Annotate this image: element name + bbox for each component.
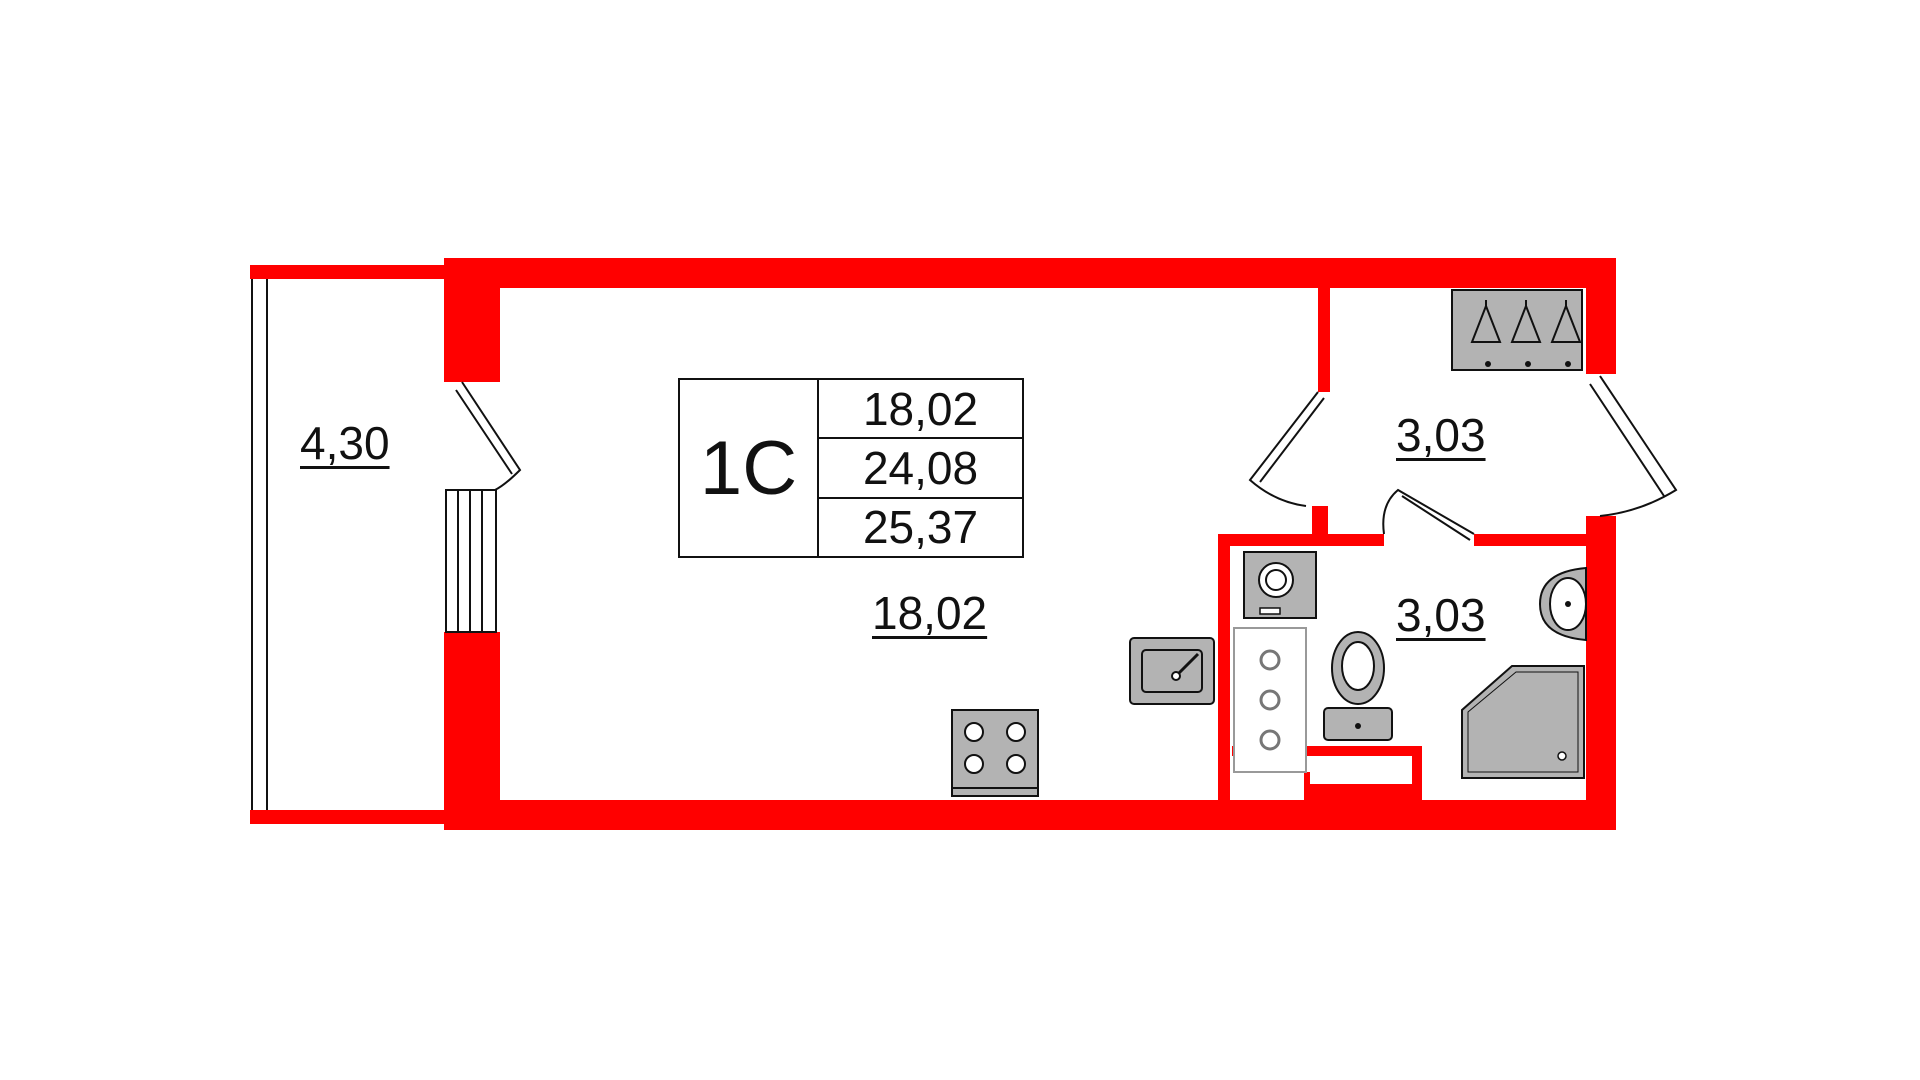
hall-area-label: 3,03 (1396, 409, 1486, 461)
wall-top (444, 258, 1616, 288)
partition-bath-inner-top (1304, 772, 1310, 786)
wall-bottom (444, 800, 1616, 830)
wall-right-upper (1586, 258, 1616, 374)
apartment-type: 1С (680, 380, 819, 556)
partition-hall-left-lower (1312, 506, 1328, 540)
balcony-area-label: 4,30 (300, 417, 390, 469)
walls (444, 258, 1616, 830)
door-swing-hall-left (1248, 391, 1319, 507)
wall-left-upper (444, 258, 500, 382)
total-area-with-balcony: 25,37 (819, 496, 1022, 556)
toilet (1323, 631, 1393, 741)
partition-bath-left (1218, 534, 1230, 810)
living-area: 18,02 (862, 382, 979, 435)
wall-right-lower (1586, 516, 1616, 830)
bathroom-sink (1538, 566, 1587, 642)
partition-bath-top-left (1218, 534, 1384, 546)
door-swing-hall-right (1599, 375, 1678, 517)
partition-bath-inner (1304, 784, 1422, 810)
door-swing-balcony (461, 381, 522, 491)
bathroom-area-label: 3,03 (1396, 589, 1486, 641)
wall-left-lower (444, 632, 500, 826)
partition-bath-top-right (1474, 534, 1590, 546)
partition-bath-step-v (1412, 746, 1422, 784)
hall-doors (1248, 375, 1678, 541)
total-area: 24,08 (819, 437, 1022, 496)
boiler-column (1233, 627, 1307, 773)
balcony-door (445, 381, 522, 633)
studio-area-label: 18,02 (872, 587, 988, 639)
wardrobe (1451, 289, 1583, 371)
kitchen-sink (1129, 637, 1215, 705)
balcony (250, 265, 446, 824)
balcony-top-rail (250, 265, 446, 279)
balcony-bottom-rail (250, 810, 446, 824)
partition-bath-step (1232, 746, 1422, 756)
washing-machine (1243, 551, 1317, 619)
area-values: 18,02 24,08 25,37 (819, 380, 1022, 556)
partition-hall-left-upper (1318, 288, 1330, 392)
shower (1461, 665, 1585, 779)
door-swing-bath (1382, 488, 1475, 535)
area-summary-box: 1С 18,02 24,08 25,37 (678, 378, 1024, 558)
stove (951, 709, 1039, 797)
hanger-icon (1470, 300, 1582, 343)
